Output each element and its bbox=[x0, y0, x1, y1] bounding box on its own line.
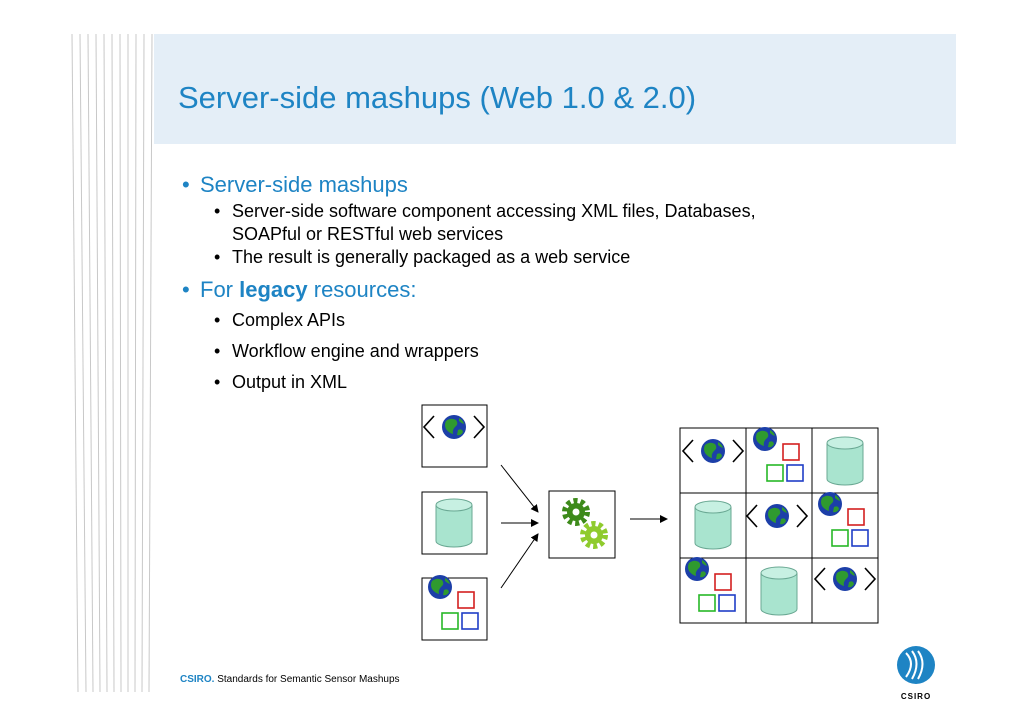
sub-bullet-complex-apis: Complex APIs bbox=[212, 309, 756, 332]
title-band bbox=[154, 34, 956, 144]
bullet-list: Server-side mashups Server-side software… bbox=[180, 170, 756, 394]
sub-bullet-text: Workflow engine and wrappers bbox=[232, 341, 479, 361]
csiro-logo: CSIRO bbox=[897, 646, 935, 701]
footer-text: Standards for Semantic Sensor Mashups bbox=[214, 674, 400, 685]
slide-title: Server-side mashups (Web 1.0 & 2.0) bbox=[178, 80, 697, 115]
decorative-lines bbox=[71, 33, 153, 693]
source-widget-box bbox=[421, 575, 488, 641]
footer: CSIRO. Standards for Semantic Sensor Mas… bbox=[180, 674, 400, 685]
bullet-legacy: For legacy resources: bbox=[180, 275, 756, 305]
sub-bullet-output: Output in XML bbox=[212, 371, 756, 394]
sub-bullet-workflow: Workflow engine and wrappers bbox=[212, 340, 756, 363]
sub-bullet-text: The result is generally packaged as a we… bbox=[232, 247, 631, 267]
footer-brand: CSIRO. bbox=[180, 674, 215, 685]
bullet-bold: legacy bbox=[239, 277, 308, 302]
database-icon bbox=[760, 566, 798, 616]
source-database-box bbox=[421, 491, 488, 555]
database-icon bbox=[435, 498, 473, 548]
bullet-prefix: For bbox=[200, 277, 240, 302]
gears-box bbox=[548, 490, 616, 559]
sub-bullet-component: Server-side software component accessing… bbox=[212, 200, 756, 246]
bullet-suffix: resources: bbox=[307, 277, 417, 302]
source-xml-box bbox=[421, 404, 488, 468]
bullet-server-side-mashups: Server-side mashups bbox=[180, 170, 756, 200]
sub-bullet-line: Server-side software component accessing… bbox=[232, 201, 756, 221]
gears-icon bbox=[562, 498, 608, 549]
database-icon bbox=[694, 500, 732, 550]
arrow-icon bbox=[500, 464, 539, 513]
database-icon bbox=[826, 436, 864, 486]
arrow-icon bbox=[500, 533, 539, 589]
sub-bullet-text: Complex APIs bbox=[232, 310, 346, 330]
sub-bullet-text: Output in XML bbox=[232, 372, 348, 392]
sub-bullet-result: The result is generally packaged as a we… bbox=[212, 246, 756, 269]
bullet-text: Server-side mashups bbox=[200, 172, 408, 197]
logo-text: CSIRO bbox=[901, 692, 931, 701]
sub-bullet-line: SOAPful or RESTful web services bbox=[232, 224, 504, 244]
